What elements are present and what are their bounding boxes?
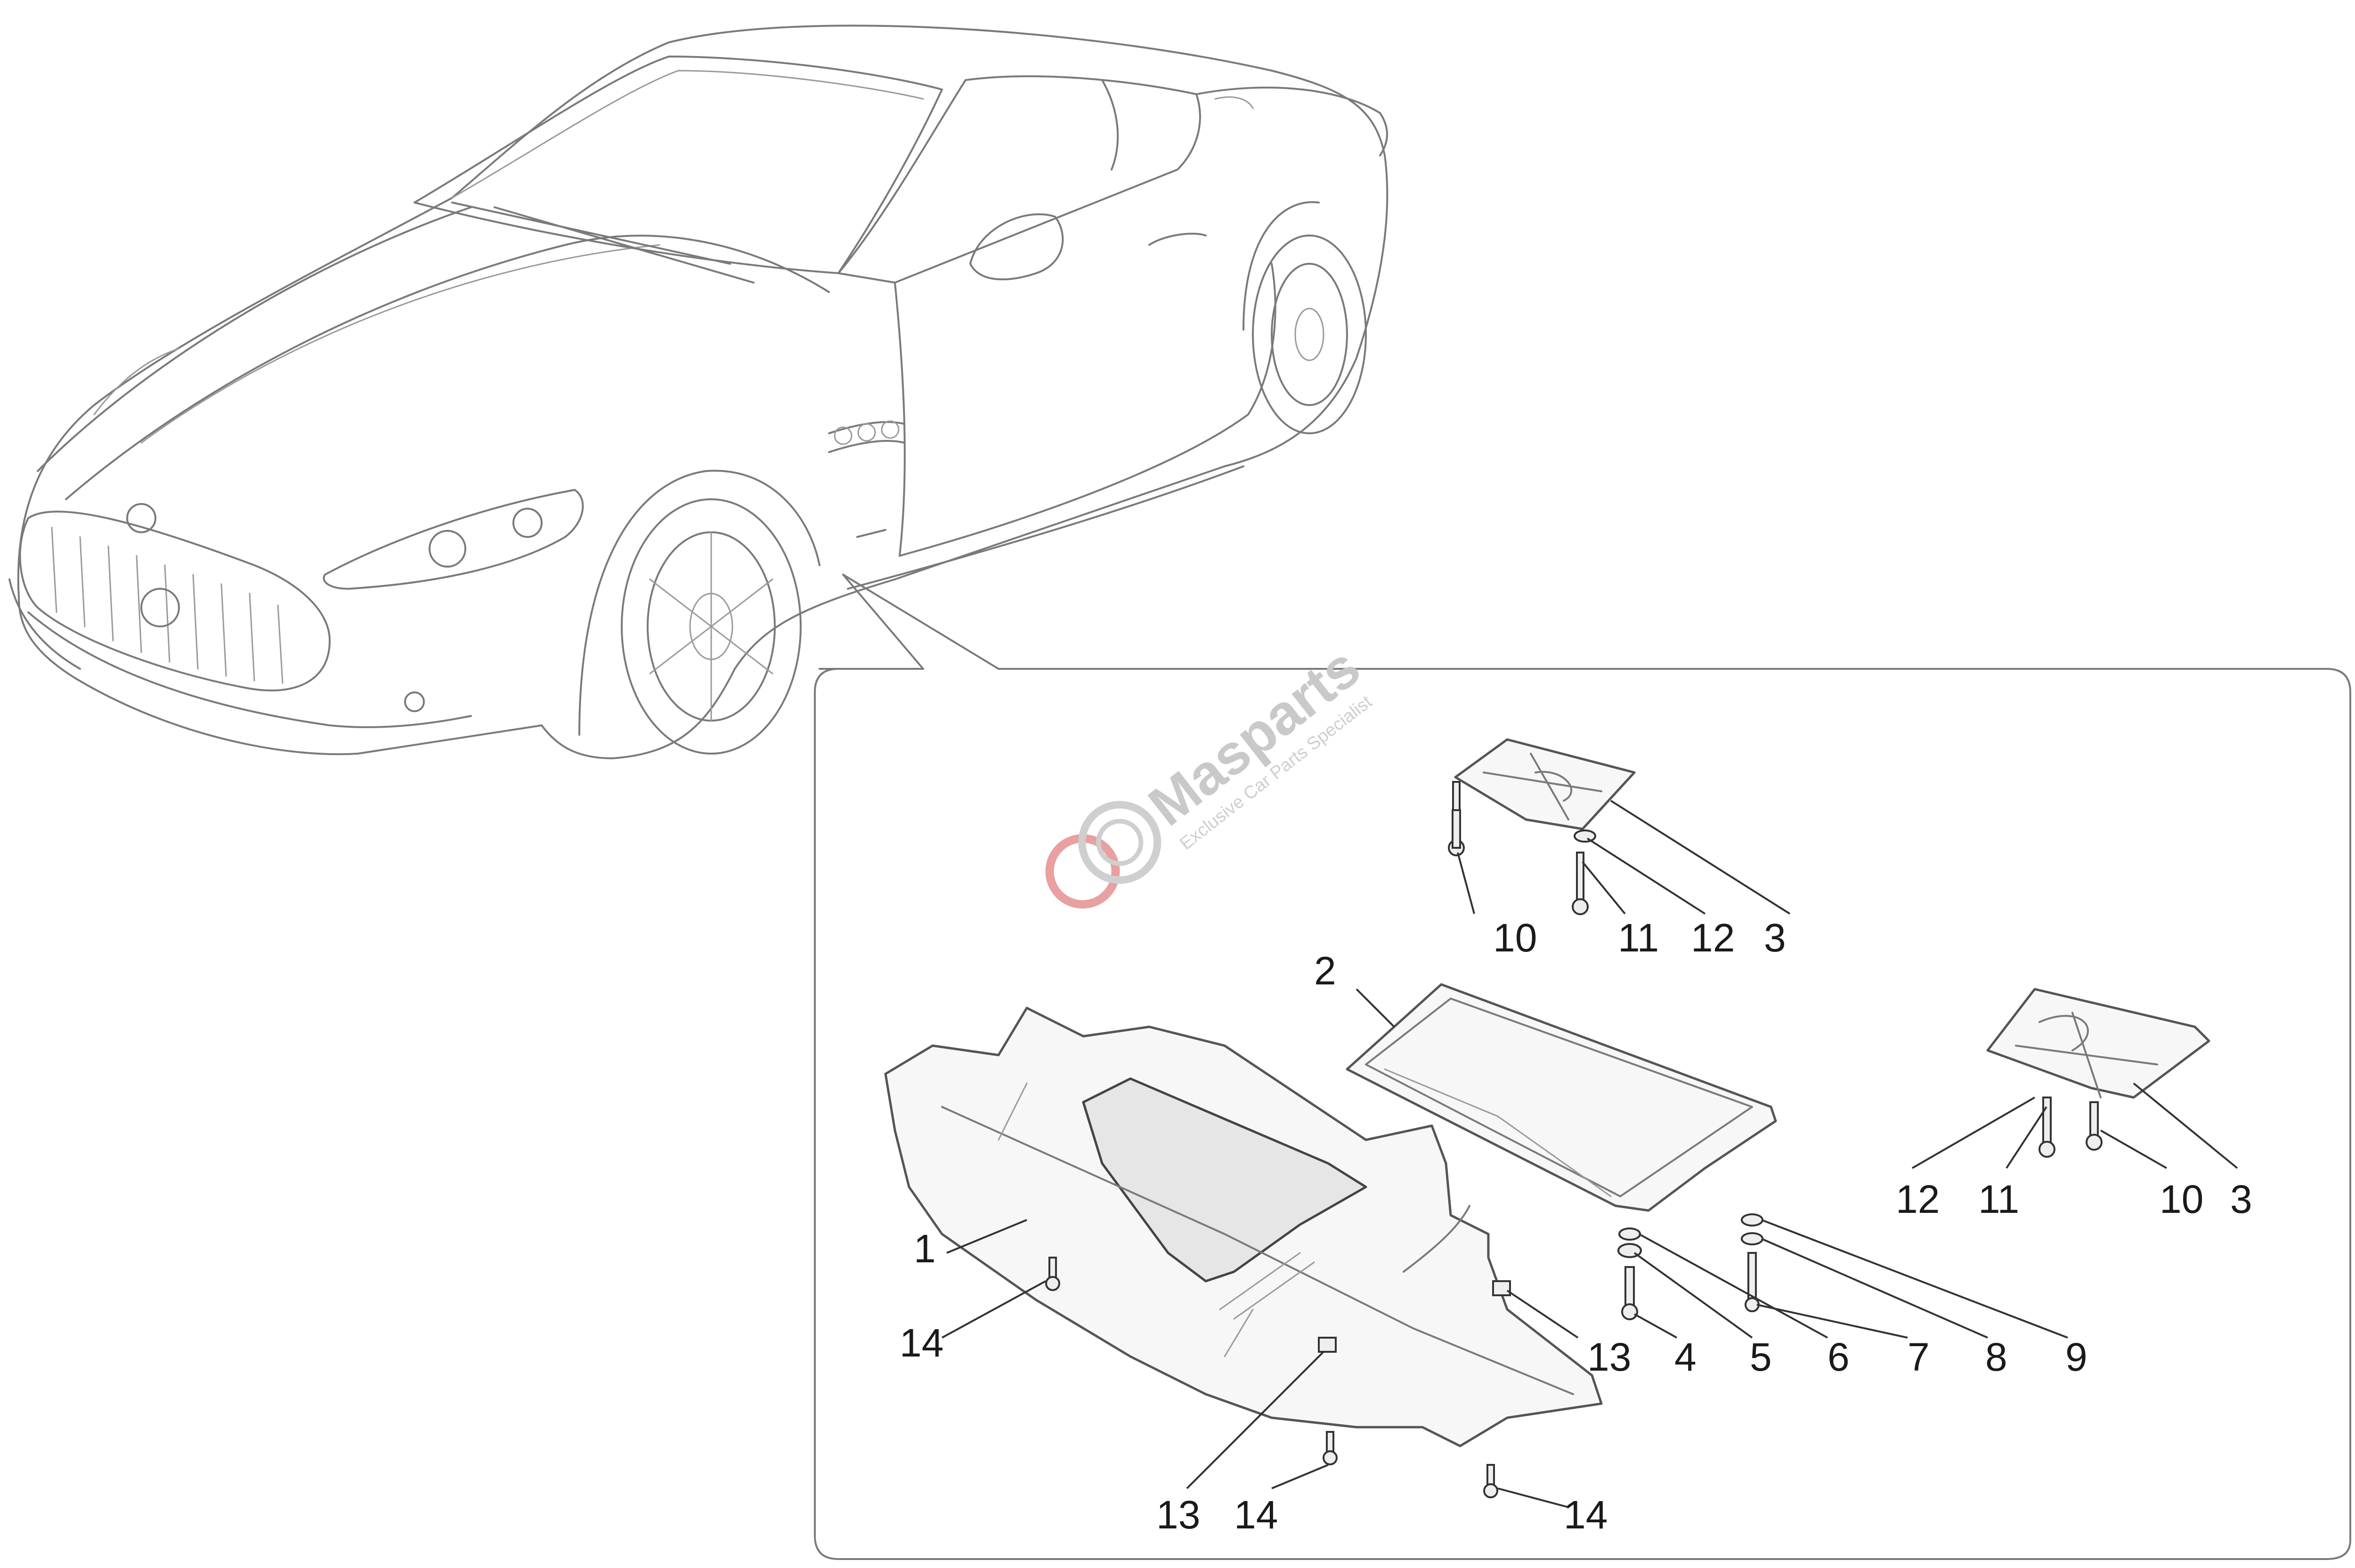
callout-14-right: 14 xyxy=(1564,1493,1608,1537)
callout-5: 5 xyxy=(1750,1335,1772,1379)
callouts: 1 2 3 3 4 5 6 7 8 9 10 10 11 11 12 12 13… xyxy=(900,916,2252,1537)
callout-11-upper: 11 xyxy=(1618,916,1659,960)
callout-14-left: 14 xyxy=(900,1321,943,1365)
callout-10-upper: 10 xyxy=(1493,916,1537,960)
watermark-logo-icon xyxy=(1045,834,1120,909)
detail-frame xyxy=(814,668,2351,1560)
part-bracket-upper xyxy=(1448,738,1636,915)
part-underbody-tray xyxy=(884,1007,1603,1498)
callout-3-right: 3 xyxy=(2230,1177,2252,1221)
callout-9: 9 xyxy=(2065,1335,2087,1379)
callout-12-right: 12 xyxy=(1896,1177,1940,1221)
callout-8: 8 xyxy=(1985,1335,2007,1379)
watermark: Masparts Exclusive Car Parts Specialist xyxy=(1045,635,1376,909)
callout-14-bottom: 14 xyxy=(1234,1493,1278,1537)
callout-12-upper: 12 xyxy=(1691,916,1735,960)
callout-2: 2 xyxy=(1314,949,1336,993)
callout-4: 4 xyxy=(1674,1335,1697,1379)
callout-3-upper: 3 xyxy=(1764,916,1786,960)
callout-10-right: 10 xyxy=(2160,1177,2203,1221)
callout-13-bottom: 13 xyxy=(1156,1493,1200,1537)
callout-1: 1 xyxy=(914,1227,936,1271)
callout-6: 6 xyxy=(1827,1335,1850,1379)
callout-11-right: 11 xyxy=(1978,1177,2019,1221)
part-bracket-right xyxy=(1986,988,2210,1158)
car-illustration xyxy=(8,24,1389,759)
part-flat-panel xyxy=(1346,983,1777,1212)
callout-13-right: 13 xyxy=(1587,1335,1631,1379)
fastener-stack xyxy=(1617,1213,1763,1320)
leader-lines xyxy=(942,800,2238,1508)
callout-7: 7 xyxy=(1908,1335,1930,1379)
